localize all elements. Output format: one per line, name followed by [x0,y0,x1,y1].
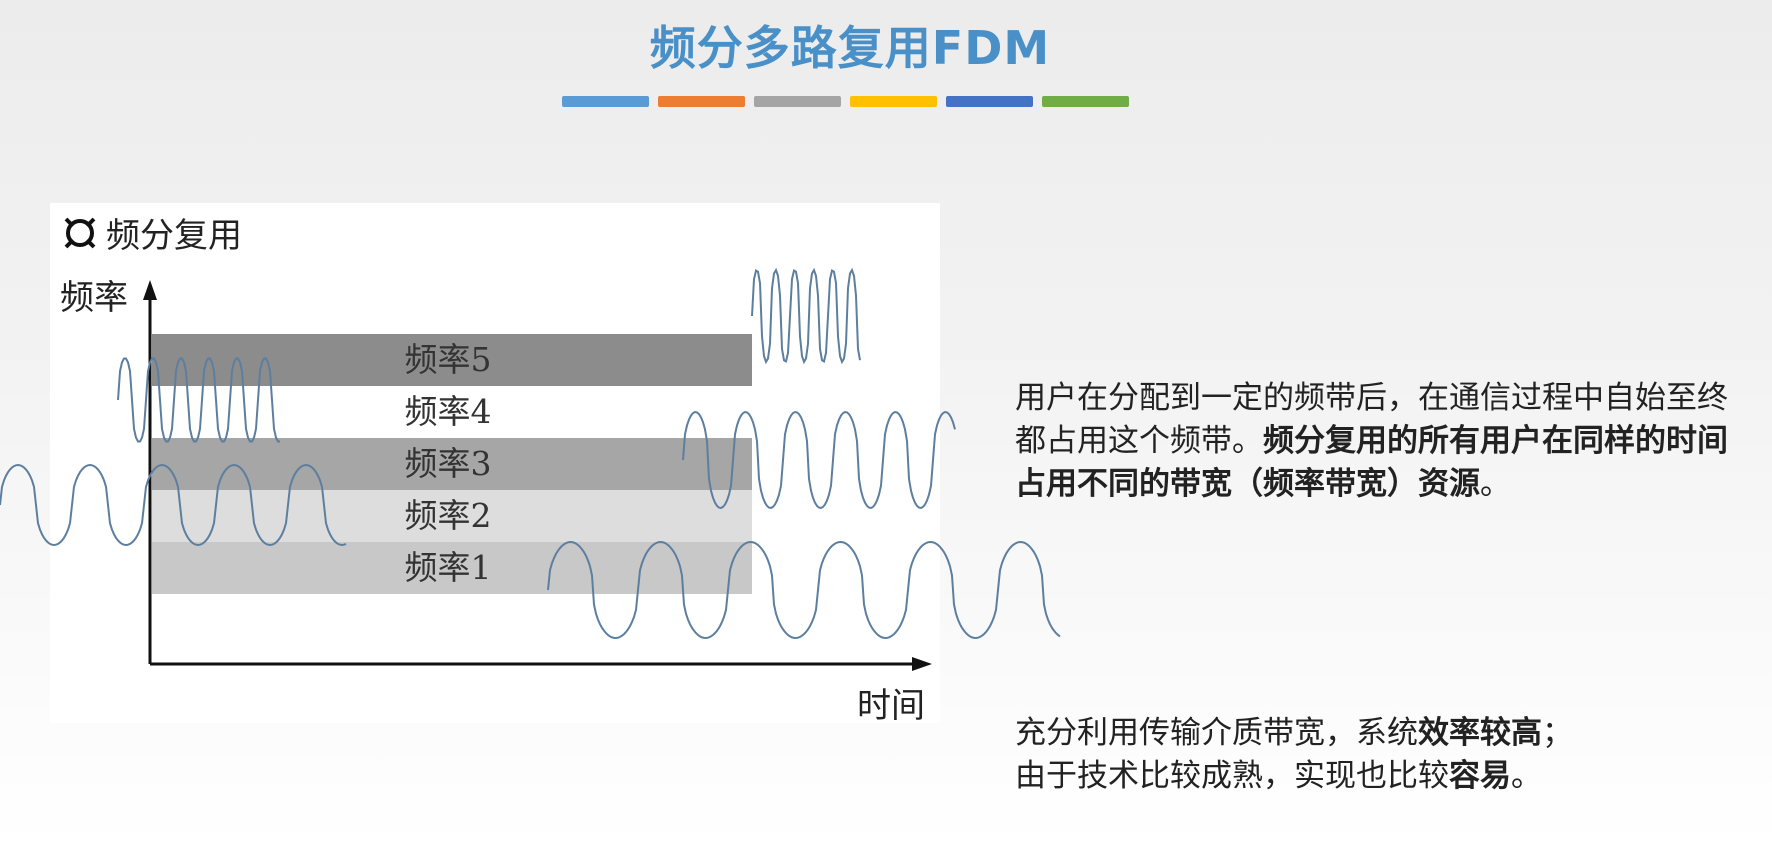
advantage-plain-text: 充分利用传输介质带宽，系统 [1015,715,1418,751]
advantage-end-punct: ； [1542,715,1573,751]
advantage-line-efficiency: 充分利用传输介质带宽，系统效率较高； [1015,712,1735,755]
advantage-end-punct: 。 [1511,758,1542,794]
circle-cross-icon [64,217,96,248]
description-paragraph: 用户在分配到一定的频带后，在通信过程中自始至终都占用这个频带。频分复用的所有用户… [1015,377,1735,506]
description-bold-text: 频分复用的所有用户在同样的时间占用不同的带宽（频率带宽）资源 [1015,423,1728,502]
figure-heading-text: 频分复用 [106,216,242,256]
advantage-bold-text: 效率较高 [1418,715,1542,751]
advantage-line-easy: 由于技术比较成熟，实现也比较容易。 [1015,755,1735,798]
color-strip-segment [850,96,937,107]
color-strip-segment [562,96,649,107]
advantages-block: 充分利用传输介质带宽，系统效率较高； 由于技术比较成熟，实现也比较容易。 [1015,712,1735,798]
title-color-strip [562,96,1129,107]
color-strip-segment [1042,96,1129,107]
slide-title: 频分多路复用FDM [649,21,1051,75]
fdm-figure [50,203,940,723]
color-strip-segment [946,96,1033,107]
color-strip-segment [754,96,841,107]
advantage-bold-text: 容易 [1449,758,1511,794]
advantage-plain-text: 由于技术比较成熟，实现也比较 [1015,758,1449,794]
x-axis-label: 时间 [857,686,925,726]
figure-heading: 频分复用 [62,208,242,257]
y-axis-label: 频率 [60,278,128,318]
description-end-punct: 。 [1480,466,1511,502]
description-plain-text: 用户在分配到一定的频带后，在通信过程中自始至终都占用这个频带。 [1015,380,1728,459]
color-strip-segment [658,96,745,107]
